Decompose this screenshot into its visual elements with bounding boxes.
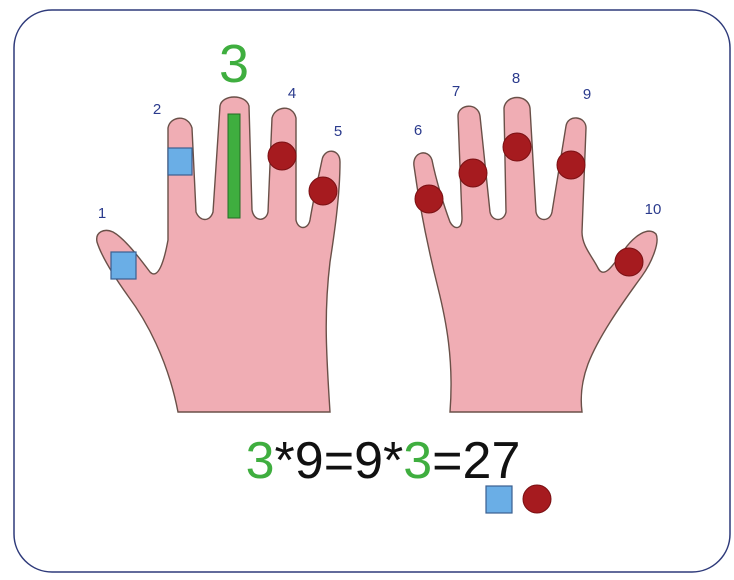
finger-number-5: 5 xyxy=(334,123,342,140)
equation: 3*9=9*3=27 xyxy=(246,432,521,490)
finger-number-8: 8 xyxy=(512,70,520,87)
finger-number-4: 4 xyxy=(288,85,296,102)
finger-number-2: 2 xyxy=(153,101,161,118)
circle-marker-finger-4 xyxy=(268,142,296,170)
circle-marker-finger-9 xyxy=(557,151,585,179)
finger-number-6: 6 xyxy=(414,122,422,139)
equation-part-3: 3 xyxy=(403,432,432,490)
legend-square-marker xyxy=(486,486,512,513)
square-marker-finger-2 xyxy=(168,148,192,175)
circle-marker-finger-5 xyxy=(309,177,337,205)
finger-number-10: 10 xyxy=(645,201,662,218)
highlighted-finger-number: 3 xyxy=(219,34,249,94)
square-marker-finger-1 xyxy=(111,252,136,279)
finger-number-7: 7 xyxy=(452,83,460,100)
equation-part-1: 3 xyxy=(246,432,275,490)
circle-marker-finger-7 xyxy=(459,159,487,187)
folded-finger-bar xyxy=(228,114,240,218)
legend-circle-marker xyxy=(523,485,551,513)
finger-number-1: 1 xyxy=(98,205,106,222)
equation-part-2: *9=9* xyxy=(275,432,404,490)
equation-part-4: =27 xyxy=(432,432,520,490)
circle-marker-finger-8 xyxy=(503,133,531,161)
circle-marker-finger-10 xyxy=(615,248,643,276)
finger-number-9: 9 xyxy=(583,86,591,103)
circle-marker-finger-6 xyxy=(415,185,443,213)
